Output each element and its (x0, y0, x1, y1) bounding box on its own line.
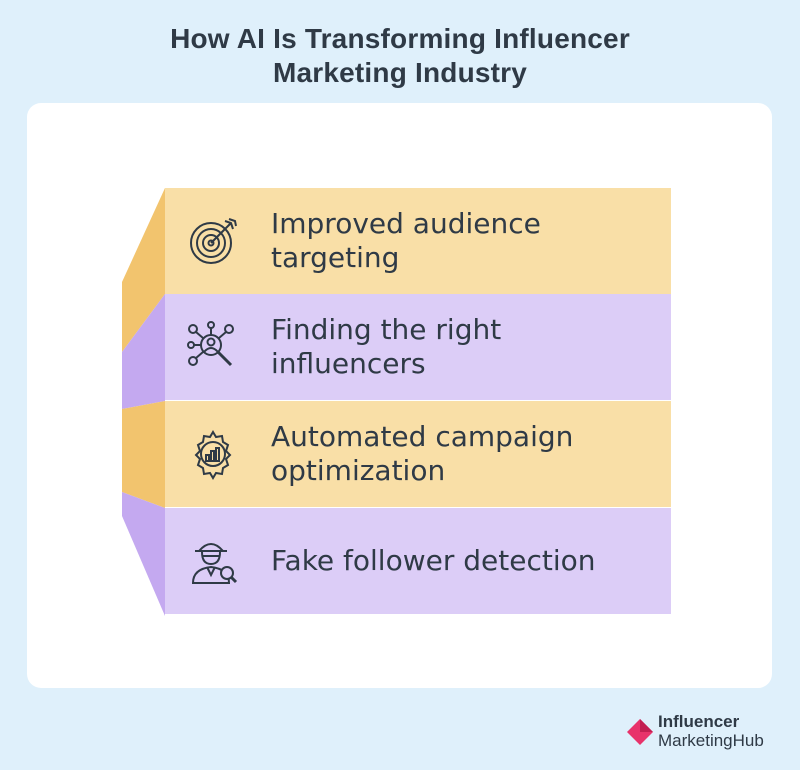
list-item-1: Improved audience targeting (165, 188, 671, 294)
side-bevel-2 (122, 294, 165, 409)
brand-logo[interactable]: Influencer MarketingHub (626, 712, 796, 752)
logo-diamond-icon (627, 719, 653, 745)
item-label-3: Automated campaign optimization (271, 420, 574, 487)
list-item-4: Fake follower detection (165, 508, 671, 614)
list-item-3: Automated campaign optimization (165, 401, 671, 507)
logo-line-2: MarketingHub (658, 731, 764, 750)
target-icon (190, 218, 237, 264)
side-bevel-1 (122, 188, 165, 352)
item-label-2: Finding the right influencers (271, 313, 502, 380)
campaign-gear-icon (194, 430, 232, 480)
stacked-list: Improved audience targeting Finding the (122, 186, 672, 618)
side-bevel-4 (122, 492, 165, 616)
item-label-1: Improved audience targeting (271, 207, 541, 274)
side-bevels (122, 188, 165, 616)
item-label-4: Fake follower detection (271, 544, 596, 577)
page-title: How AI Is Transforming Influencer Market… (0, 22, 800, 90)
title-line-2: Marketing Industry (272, 57, 528, 88)
list-item-2: Finding the right influencers (165, 294, 671, 400)
logo-line-1: Influencer (658, 712, 740, 731)
influencer-search-icon (187, 321, 234, 367)
side-bevel-3 (122, 401, 165, 508)
title-line-1: How AI Is Transforming Influencer (170, 23, 630, 54)
detective-icon (191, 543, 238, 584)
